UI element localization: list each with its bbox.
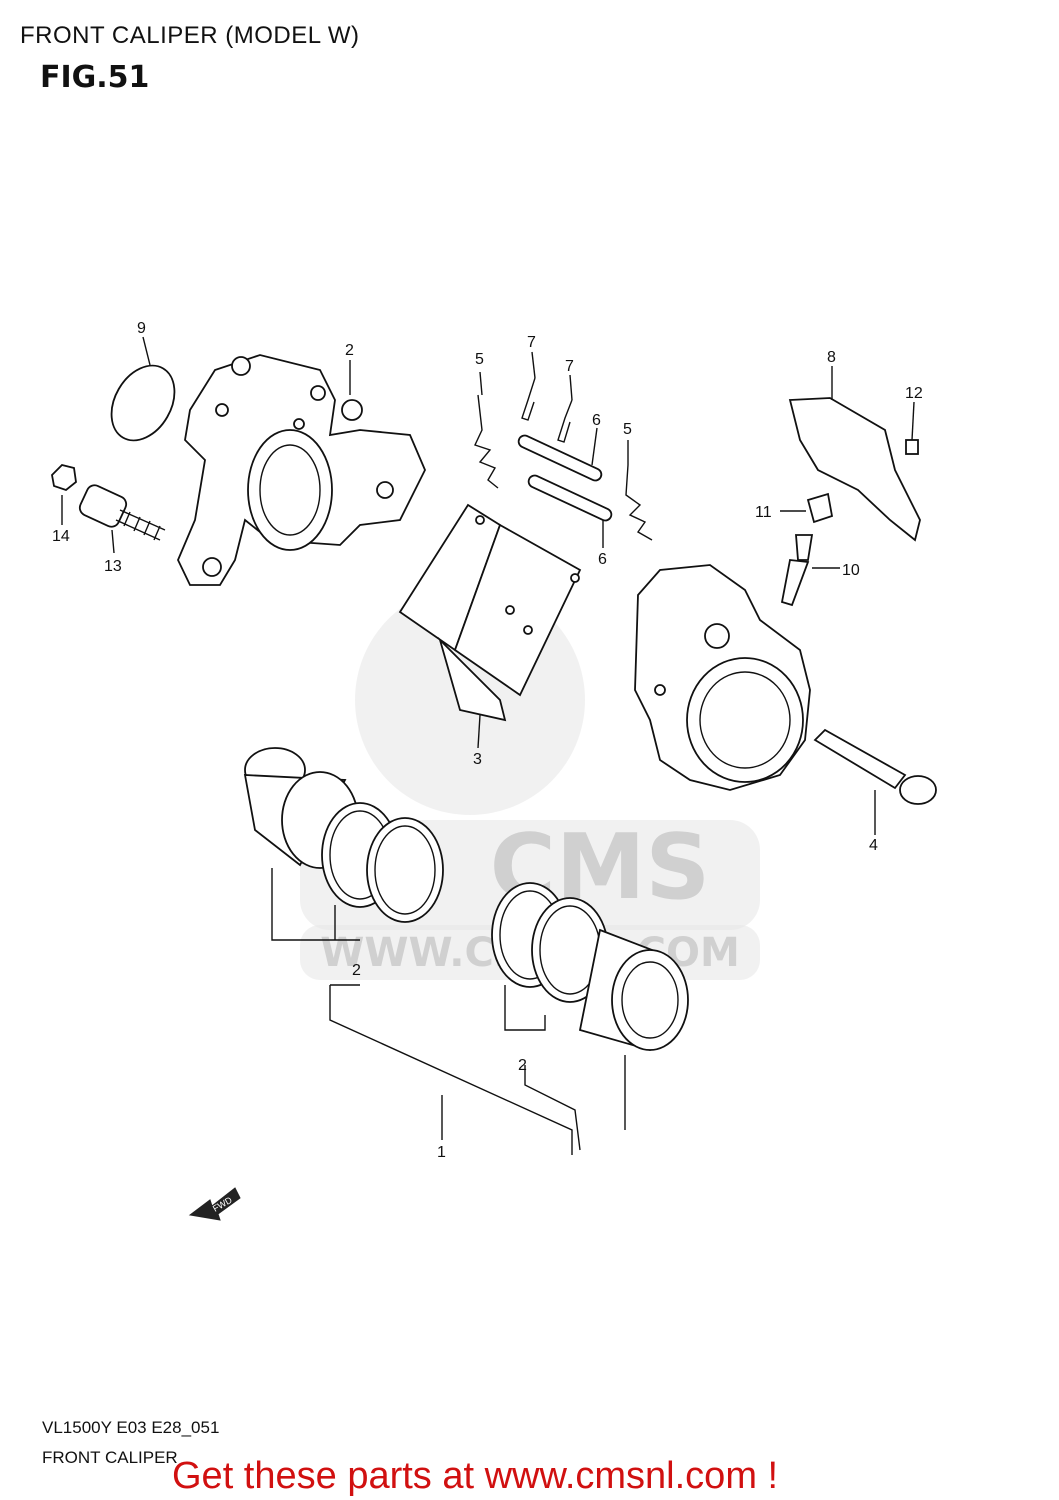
part-caliper-bolt (813, 728, 937, 805)
part-caliper-body (634, 564, 811, 791)
callout-3: 3 (473, 751, 482, 768)
part-pad-cover (788, 397, 921, 542)
group-brackets (271, 868, 626, 1155)
callout-9: 9 (137, 320, 146, 337)
part-nut (51, 464, 77, 492)
callout-8: 8 (827, 349, 836, 366)
diagram-code: VL1500Y E03 E28_051 (42, 1418, 220, 1437)
callout-1: 1 (437, 1144, 446, 1161)
part-bleeder-valve (780, 534, 814, 607)
part-seal-left-b (366, 817, 444, 923)
promo-link[interactable]: Get these parts at www.cmsnl.com ! (172, 1455, 779, 1497)
part-piston-right (578, 928, 689, 1052)
callout-7-right: 7 (565, 358, 574, 375)
callout-11: 11 (755, 504, 772, 521)
page-title: FRONT CALIPER (MODEL W) (20, 22, 360, 49)
part-cap (110, 364, 176, 442)
callout-5-left: 5 (475, 351, 484, 368)
callout-14: 14 (52, 528, 70, 545)
callout-6-lower: 6 (598, 551, 607, 568)
callout-labels: 9 2 5 7 7 6 5 8 12 14 13 6 11 10 3 4 2 2… (52, 320, 923, 1161)
part-brake-pads (398, 503, 582, 722)
part-clip-b (557, 399, 573, 443)
figure-number: FIG.51 (40, 60, 150, 95)
fwd-arrow-icon: FWD (188, 1187, 241, 1221)
part-spring-right (625, 464, 653, 541)
diagram-name: FRONT CALIPER (42, 1448, 178, 1467)
callout-5-right: 5 (623, 421, 632, 438)
callout-2-right: 2 (518, 1057, 527, 1074)
part-bolt (78, 484, 166, 541)
callout-10: 10 (842, 562, 860, 579)
part-screw (905, 439, 919, 455)
part-pin-lower (527, 474, 613, 522)
callout-4: 4 (869, 837, 878, 854)
callout-6-upper: 6 (592, 412, 601, 429)
part-pin-upper (517, 434, 603, 482)
callout-2-left: 2 (352, 962, 361, 979)
callout-2-top: 2 (345, 342, 354, 359)
part-clip-a (521, 377, 536, 421)
callout-7-left: 7 (527, 334, 536, 351)
part-bleeder-cap (806, 492, 834, 524)
leader-lines (61, 336, 915, 1140)
part-caliper-bracket (177, 354, 426, 586)
callout-13: 13 (104, 558, 122, 575)
part-spring-left (474, 394, 499, 489)
callout-12: 12 (905, 385, 923, 402)
